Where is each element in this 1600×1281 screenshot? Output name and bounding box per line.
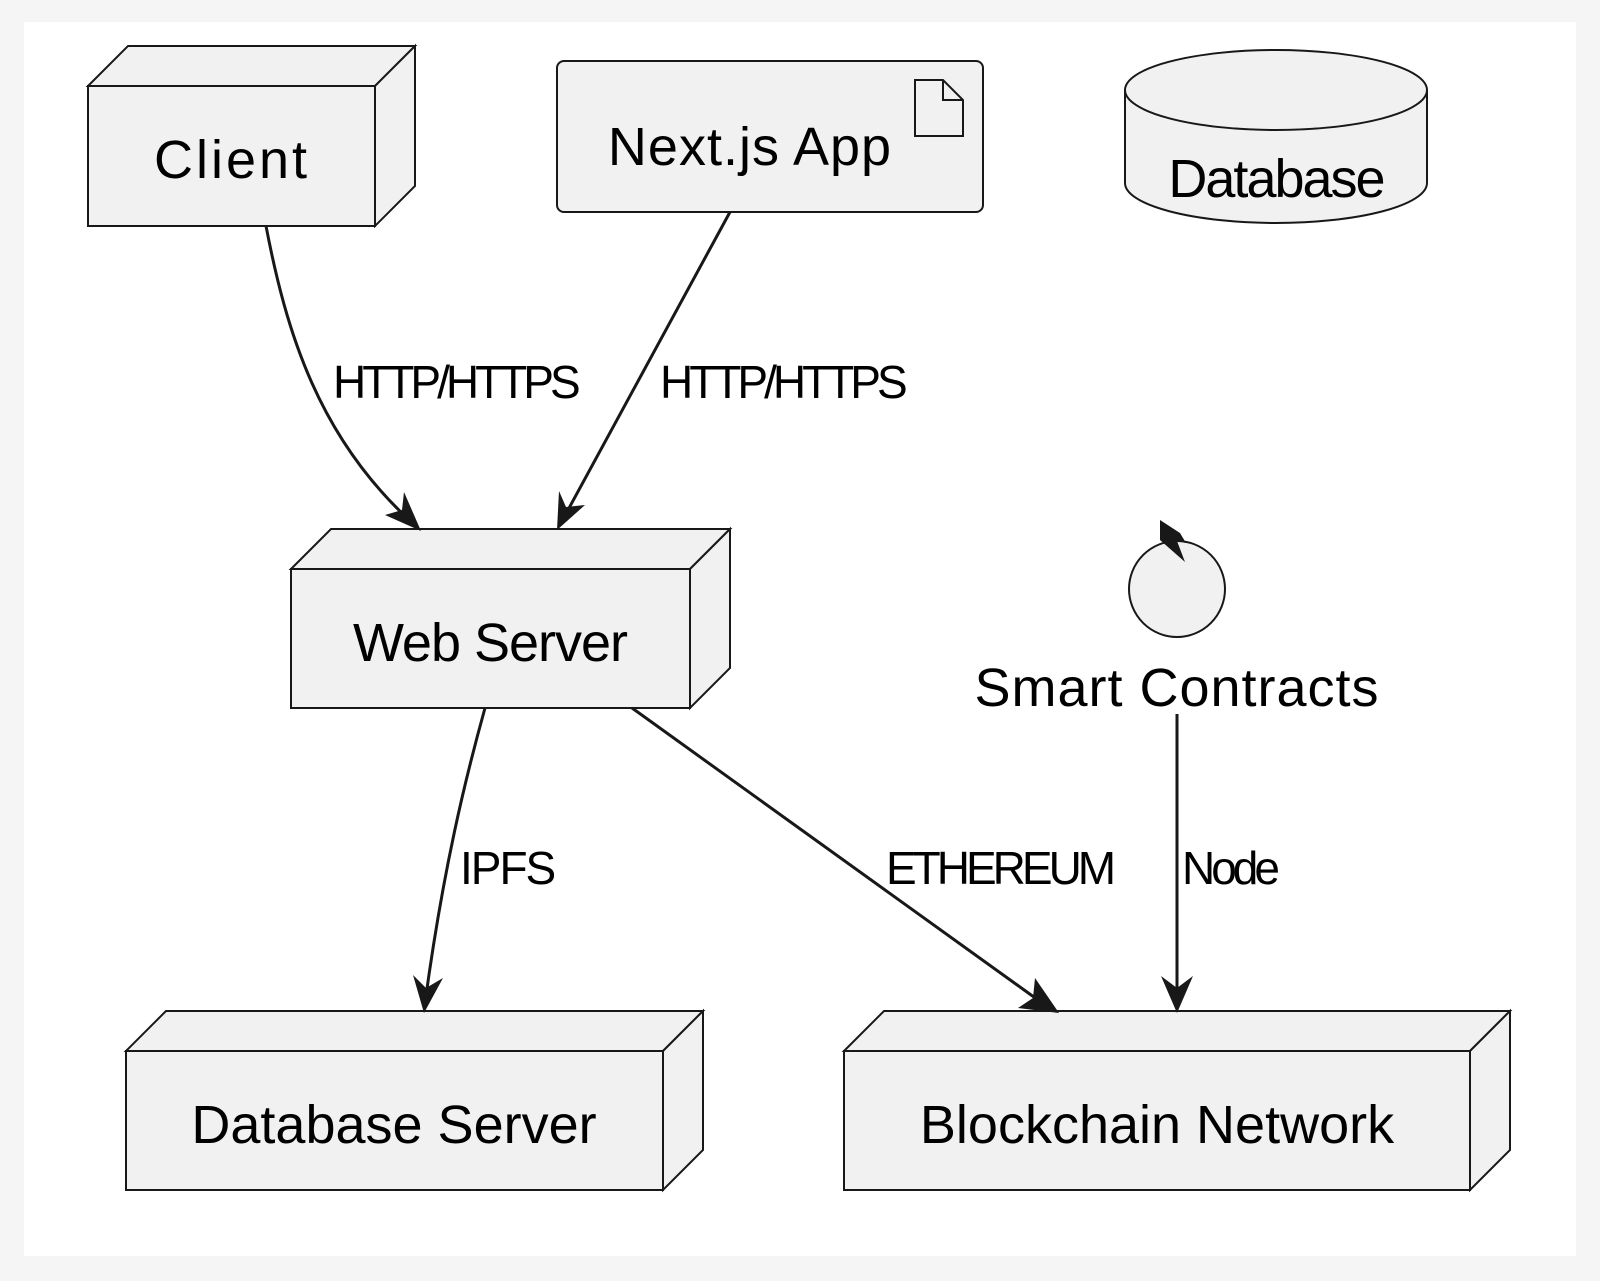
edge-web-server-to-database-server: IPFS <box>413 707 557 1013</box>
circular-arrow-icon <box>1128 520 1226 638</box>
database-server-node[interactable]: Database Server <box>123 1008 706 1193</box>
nextjs-app-label: Next.js App <box>608 117 892 177</box>
edge-label-ipfs: IPFS <box>460 842 555 894</box>
web-server-label: Web Server <box>353 613 628 673</box>
edge-label-nextjs-web-server: HTTP/HTTPS <box>660 356 906 408</box>
database-label: Database <box>1168 149 1383 209</box>
client-node[interactable]: Client <box>85 43 418 229</box>
edge-web-server-to-blockchain: ETHEREUM <box>631 706 1117 1013</box>
web-server-node[interactable]: Web Server <box>288 526 733 711</box>
client-label: Client <box>154 130 310 190</box>
edge-nextjs-to-web-server: HTTP/HTTPS <box>557 211 910 530</box>
database-cylinder[interactable]: Database <box>1124 49 1428 224</box>
smart-contracts-label: Smart Contracts <box>974 658 1379 718</box>
database-server-label: Database Server <box>191 1095 596 1155</box>
edge-label-client-web-server: HTTP/HTTPS <box>333 356 579 408</box>
edge-label-ethereum: ETHEREUM <box>886 842 1113 894</box>
document-icon <box>914 79 964 137</box>
smart-contracts-control[interactable]: Smart Contracts <box>974 520 1379 718</box>
nextjs-app-artifact[interactable]: Next.js App <box>556 60 984 213</box>
blockchain-network-node[interactable]: Blockchain Network <box>841 1008 1513 1193</box>
edge-smart-contracts-to-blockchain: Node <box>1161 714 1282 1013</box>
blockchain-network-label: Blockchain Network <box>920 1095 1395 1155</box>
edge-client-to-web-server: HTTP/HTTPS <box>264 225 583 531</box>
edge-label-node: Node <box>1182 842 1278 894</box>
